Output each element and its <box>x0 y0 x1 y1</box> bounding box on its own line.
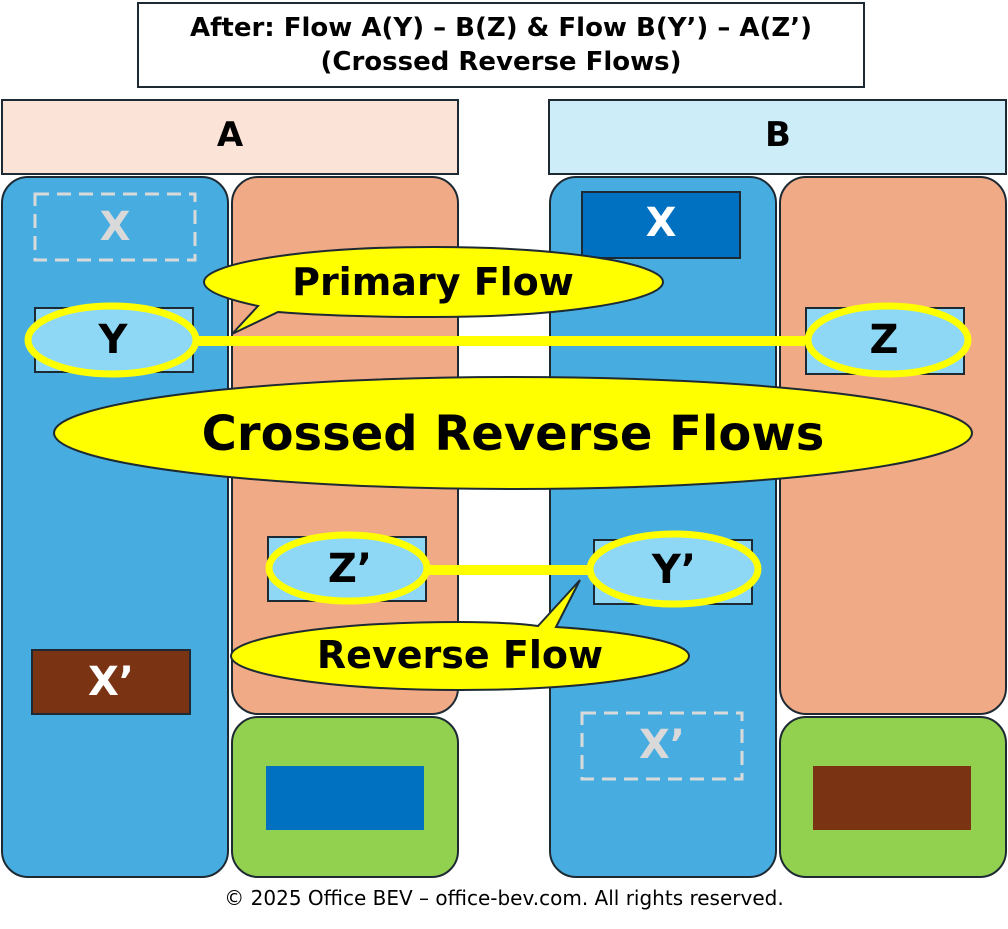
box-b-x-label: X <box>646 200 677 246</box>
copyright-footer: © 2025 Office BEV – office-bev.com. All … <box>224 886 784 910</box>
header-b-box <box>548 99 1007 175</box>
header-a-box <box>1 99 459 175</box>
highlight-a-z-prime <box>265 531 431 605</box>
box-a-x-ghost <box>33 192 197 262</box>
base-a-block <box>266 766 424 830</box>
column-b-left <box>549 176 777 878</box>
box-a-x-prime <box>31 649 191 715</box>
title-line-1: After: Flow A(Y) – B(Z) & Flow B(Y’) – A… <box>189 13 813 43</box>
primary-flow-callout <box>202 245 665 335</box>
highlight-a-y <box>24 302 200 378</box>
reverse-flow-label: Reverse Flow <box>317 633 603 677</box>
crossed-reverse-flows-label: Crossed Reverse Flows <box>202 406 825 462</box>
highlight-b-z <box>804 302 972 378</box>
header-b-label: B <box>765 115 791 155</box>
box-b-x <box>581 191 741 259</box>
flow-diagram: A B X X X’ X’ Y Z Primary Flow Crossed R… <box>1 99 1007 878</box>
box-b-x-prime-ghost-label: X’ <box>639 722 685 768</box>
column-a-left <box>1 176 229 878</box>
crossed-reverse-flows-callout <box>53 376 973 490</box>
reverse-flow-callout <box>229 579 691 692</box>
box-b-y-prime-label: Y’ <box>651 547 696 593</box>
box-a-y-label: Y <box>98 317 129 363</box>
primary-flow-label: Primary Flow <box>292 260 574 304</box>
title-line-2: (Crossed Reverse Flows) <box>320 47 682 77</box>
header-a-label: A <box>217 115 244 155</box>
box-a-x-ghost-label: X <box>100 204 131 250</box>
box-b-z-label: Z <box>869 317 898 363</box>
title-box: After: Flow A(Y) – B(Z) & Flow B(Y’) – A… <box>137 2 865 88</box>
base-b-block <box>813 766 971 830</box>
highlight-b-y-prime <box>586 530 762 608</box>
box-b-x-prime-ghost <box>580 711 744 781</box>
box-a-x-prime-label: X’ <box>88 659 134 705</box>
box-a-z-prime-label: Z’ <box>328 546 372 592</box>
